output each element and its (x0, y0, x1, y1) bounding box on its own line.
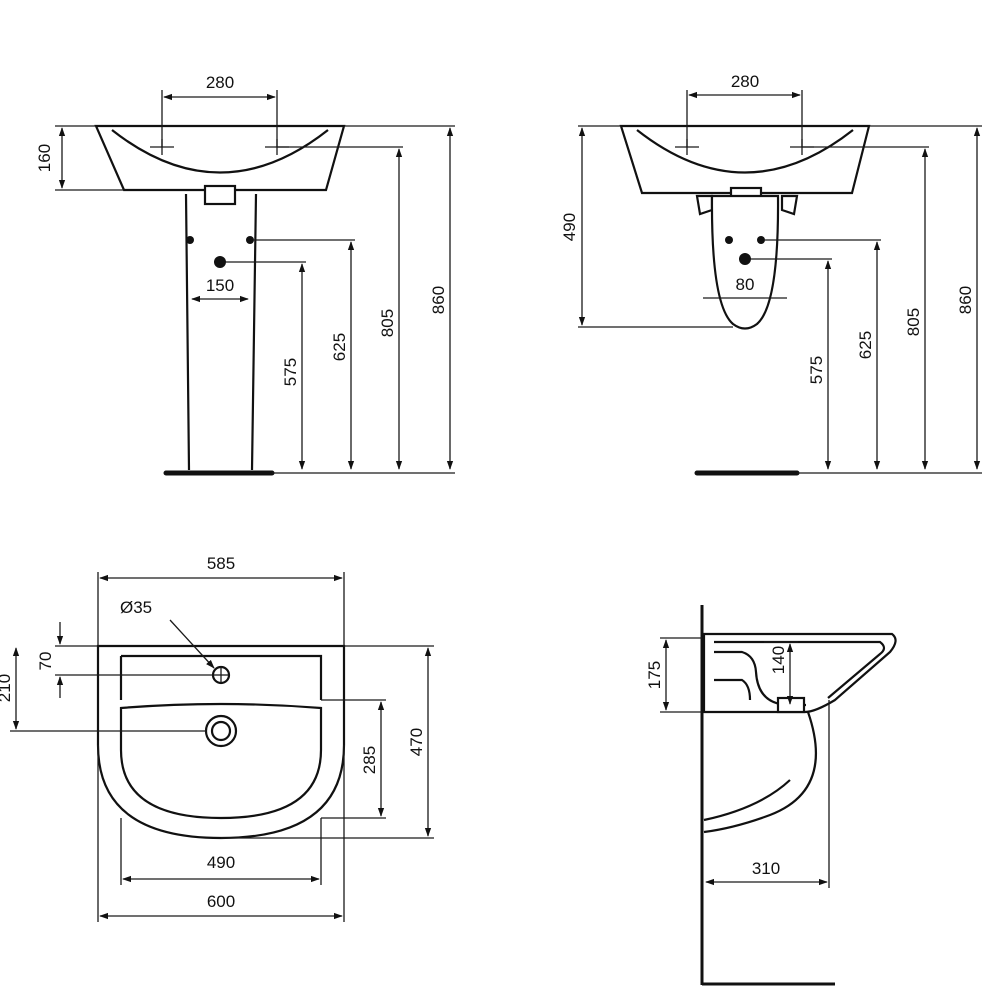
dim-310: 310 (752, 859, 780, 878)
dim-280-top: 280 (206, 73, 234, 92)
dim-80: 80 (736, 275, 755, 294)
basin-section (702, 632, 897, 714)
dim-150: 150 (206, 276, 234, 295)
dim-805-b: 805 (904, 308, 923, 336)
dim-175: 175 (645, 661, 664, 689)
dim-585: 585 (207, 554, 235, 573)
dim-160: 160 (35, 144, 54, 172)
semi-pedestal-side (703, 711, 817, 834)
dim-860-b: 860 (956, 286, 975, 314)
front-view-pedestal: 280 160 150 575 625 805 860 (35, 73, 455, 476)
dim-140: 140 (769, 646, 788, 674)
dim-805-a: 805 (378, 309, 397, 337)
side-view: 175 140 310 (645, 605, 897, 986)
dim-490-width: 490 (207, 853, 235, 872)
dim-600: 600 (207, 892, 235, 911)
front-view-semi-pedestal: 280 490 80 575 625 805 860 (560, 72, 982, 476)
dim-860-a: 860 (429, 286, 448, 314)
dim-575-b: 575 (807, 356, 826, 384)
dim-diameter-35: Ø35 (120, 598, 152, 617)
dim-470: 470 (407, 728, 426, 756)
dim-625-b: 625 (856, 331, 875, 359)
dim-70: 70 (36, 652, 55, 671)
dim-575-a: 575 (281, 358, 300, 386)
basin-outline-2 (619, 124, 871, 195)
dim-280-top-2: 280 (731, 72, 759, 91)
basin-outline (94, 124, 346, 192)
pedestal-outline (184, 193, 258, 471)
top-view: 585 Ø35 70 210 285 470 490 600 (0, 554, 434, 922)
dim-490-height: 490 (560, 213, 579, 241)
dim-625-a: 625 (330, 333, 349, 361)
bowl-outline (119, 702, 323, 820)
dim-210: 210 (0, 674, 14, 702)
dim-285: 285 (360, 746, 379, 774)
